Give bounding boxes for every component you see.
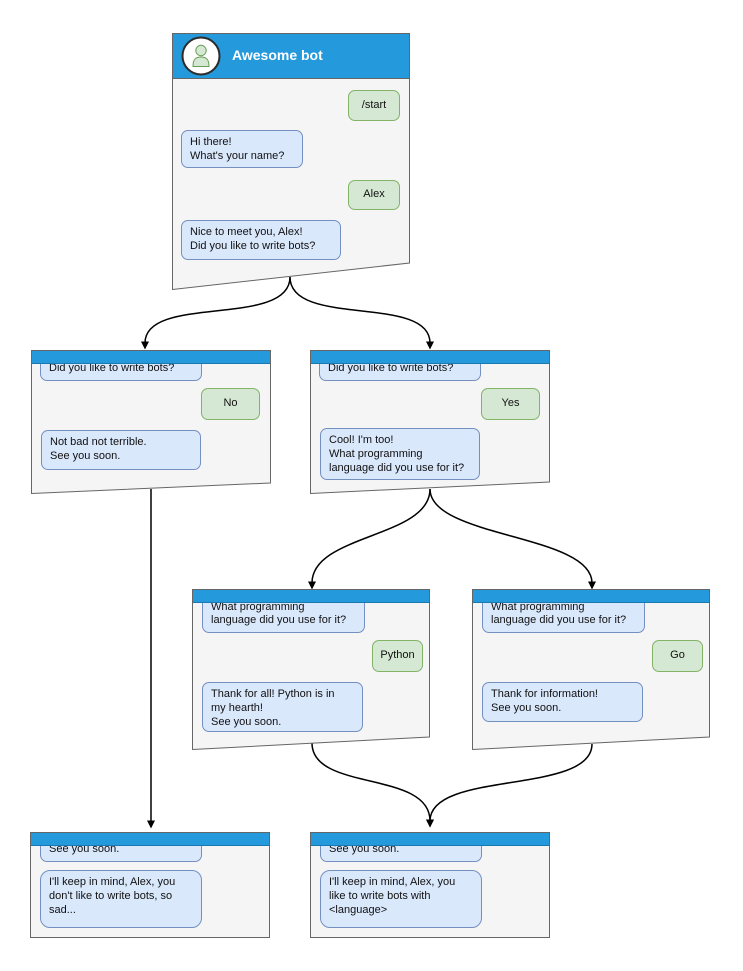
edge-lang-go-to-end-yes <box>426 743 593 828</box>
chat-window-awesome-bot: Awesome bot /start Hi there! What's your… <box>172 33 410 290</box>
edge-awesome-bot-to-branch-yes <box>289 276 434 350</box>
user-message-bubble: Alex <box>348 180 400 210</box>
edge-branch-yes-to-lang-go <box>429 488 596 590</box>
user-message-bubble: Go <box>652 640 703 672</box>
bot-message-bubble: Nice to meet you, Alex! Did you like to … <box>181 220 341 260</box>
chat-window-end-no: See you soon. I'll keep in mind, Alex, y… <box>30 832 270 938</box>
chat-window-end-yes: See you soon. I'll keep in mind, Alex, y… <box>310 832 550 938</box>
window-header <box>31 833 269 846</box>
window-header <box>193 590 429 603</box>
chat-window-lang-go: What programming language did you use fo… <box>472 589 710 750</box>
bot-message-bubble: Cool! I'm too! What programming language… <box>320 428 480 480</box>
window-header <box>311 833 549 846</box>
chat-window-lang-python: What programming language did you use fo… <box>192 589 430 750</box>
bot-message-bubble: I'll keep in mind, Alex, you don't like … <box>40 870 202 928</box>
user-message-bubble: No <box>201 388 260 420</box>
user-message-bubble: Python <box>372 640 423 672</box>
user-message-bubble: /start <box>348 90 400 121</box>
bot-message-bubble: Not bad not terrible. See you soon. <box>41 430 201 470</box>
bot-title: Awesome bot <box>232 47 323 63</box>
bot-message-bubble: Thank for all! Python is in my hearth! S… <box>202 682 363 732</box>
bot-message-bubble: Hi there! What's your name? <box>181 130 303 168</box>
window-header <box>473 590 709 603</box>
bot-message-bubble: Thank for information! See you soon. <box>482 682 643 722</box>
window-header <box>311 351 549 364</box>
bot-message-bubble: I'll keep in mind, Alex, you like to wri… <box>320 870 482 928</box>
user-message-bubble: Yes <box>481 388 540 420</box>
edge-lang-python-to-end-yes <box>311 742 434 828</box>
chat-window-branch-yes: Did you like to write bots? Yes Cool! I'… <box>310 350 550 494</box>
chat-window-branch-no: Did you like to write bots? No Not bad n… <box>31 350 271 494</box>
edge-branch-yes-to-lang-python <box>308 488 431 590</box>
edge-awesome-bot-to-branch-no <box>141 276 291 350</box>
window-header <box>32 351 270 364</box>
bot-avatar-icon <box>181 36 221 76</box>
